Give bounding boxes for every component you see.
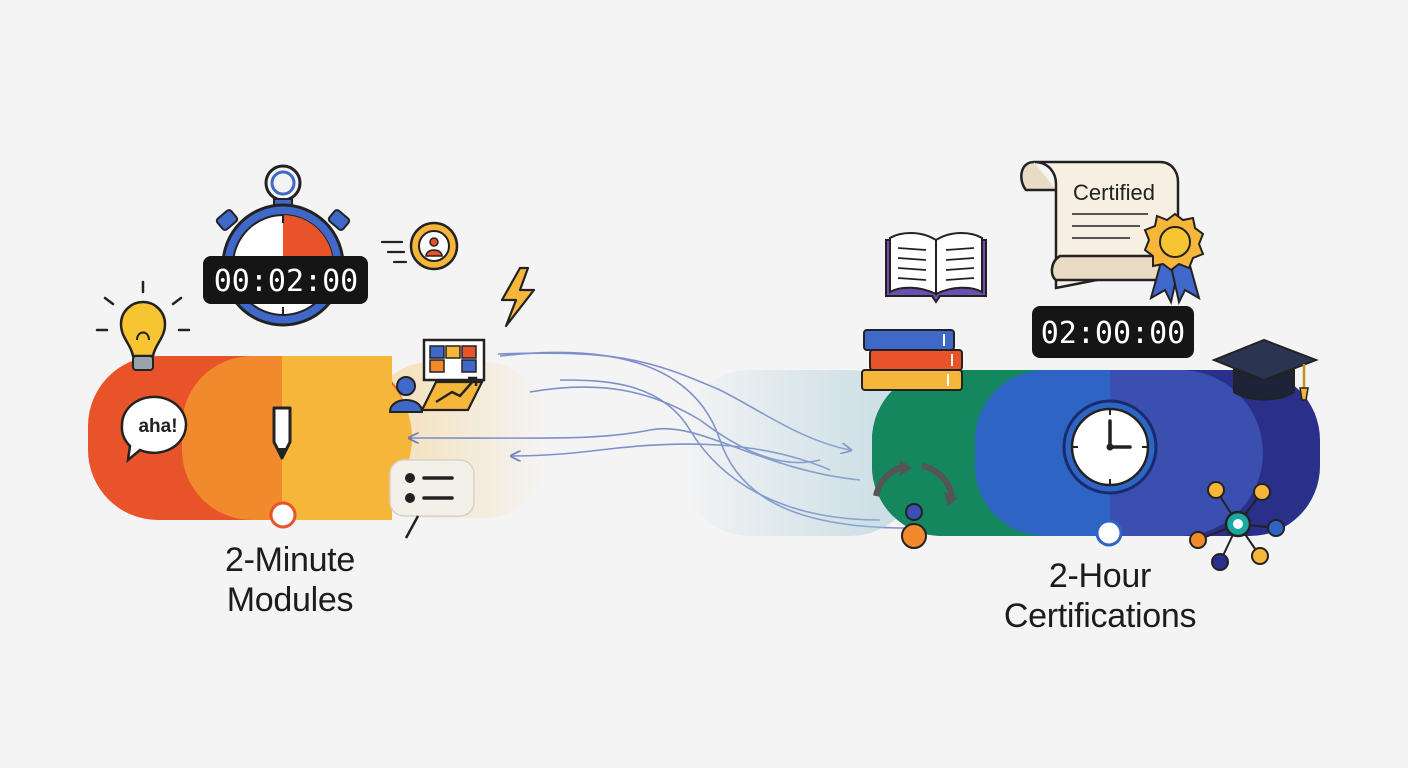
aha-text: aha! xyxy=(138,416,177,437)
user-badge-icon xyxy=(380,221,459,271)
network-icon xyxy=(1189,481,1285,571)
right-track xyxy=(680,370,1320,547)
clock-icon xyxy=(1062,399,1158,495)
left-timer-display xyxy=(203,256,368,304)
left-progress-marker xyxy=(269,501,297,529)
right-progress-marker xyxy=(1095,519,1123,547)
open-book-icon xyxy=(885,232,987,304)
right-label-line1: 2-Hour xyxy=(1048,557,1152,595)
graduation-cap-icon xyxy=(1211,338,1319,401)
right-timer-display xyxy=(1032,306,1194,358)
stopwatch-icon: 00:02:00 xyxy=(203,164,368,327)
cycle-arrows-icon xyxy=(873,460,958,549)
left-label-line2: Modules xyxy=(226,581,354,619)
certificate-scroll-icon: Certified xyxy=(1020,160,1183,290)
checklist-icon xyxy=(389,459,475,539)
left-label: 2-Minute Modules xyxy=(150,540,430,620)
left-label-line1: 2-Minute xyxy=(225,541,355,579)
pencil-icon xyxy=(272,406,292,460)
book-stack-icon xyxy=(861,329,963,391)
ribbon-badge-icon xyxy=(1143,212,1205,305)
chart-presentation-icon xyxy=(388,338,486,413)
right-timer: 02:00:00 xyxy=(1032,306,1194,358)
lightning-icon xyxy=(500,266,536,328)
right-label-line2: Certifications xyxy=(1003,597,1197,635)
right-timer-text: 02:00:00 xyxy=(1041,316,1186,351)
lightbulb-icon xyxy=(95,280,191,371)
speech-bubble-icon: aha! xyxy=(120,395,188,464)
certificate-title: Certified xyxy=(1073,180,1155,205)
right-label: 2-Hour Certifications xyxy=(960,556,1240,636)
left-timer-text: 00:02:00 xyxy=(214,264,359,299)
